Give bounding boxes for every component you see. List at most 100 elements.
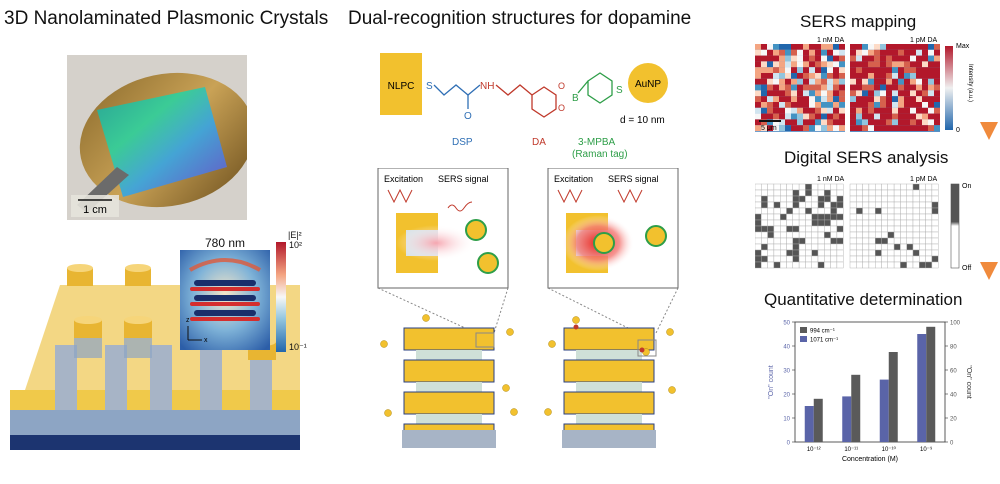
digital-cell — [824, 231, 831, 239]
heatmap-cell — [874, 102, 880, 108]
off-label: Off — [962, 265, 971, 272]
heatmap-cell — [850, 96, 856, 102]
heatmap-cell — [922, 96, 928, 102]
heatmap-cell — [922, 55, 928, 62]
heatmap-cell — [910, 119, 916, 126]
digital-cell — [773, 201, 781, 209]
digital-cell — [817, 237, 825, 245]
digital-cell — [856, 243, 863, 251]
heatmap-cell — [934, 96, 940, 102]
legend-swatch — [800, 327, 807, 333]
heatmap-cell — [880, 119, 886, 126]
legend-label: 1071 cm⁻¹ — [810, 338, 838, 344]
heatmap-cell — [761, 113, 767, 120]
digital-cell — [919, 255, 926, 263]
digital-cell — [805, 195, 812, 203]
heatmap-cell — [803, 61, 809, 68]
digital-cell — [817, 195, 825, 203]
heatmap-cell — [761, 73, 767, 79]
digital-cell — [798, 231, 806, 239]
heatmap-cell — [779, 61, 785, 68]
heatmap-cell — [833, 61, 839, 68]
heatmap-cell — [791, 61, 797, 68]
heatmap-cell — [850, 84, 856, 91]
heatmap-cell — [856, 90, 862, 97]
heatmap-cell — [880, 61, 886, 68]
digital-cell — [811, 183, 819, 191]
digital-cell — [836, 195, 844, 203]
heatmap-cell — [809, 113, 815, 120]
heatmap-cell — [886, 61, 892, 68]
heatmap-cell — [821, 44, 827, 50]
digital-cell — [868, 207, 876, 215]
y-tick-label-left: 30 — [783, 369, 790, 375]
heatmap-cell — [916, 119, 922, 126]
heatmap-cell — [886, 84, 892, 91]
digital-cell — [830, 249, 838, 257]
photo-scale-label: 1 cm — [83, 204, 107, 216]
digital-cell — [761, 249, 768, 257]
heatmap-cell — [773, 90, 779, 97]
heatmap-cell — [898, 78, 904, 85]
digital-cell — [919, 243, 926, 251]
heatmap-cell — [868, 113, 874, 120]
heatmap-cell — [821, 107, 827, 114]
digital-cell — [868, 183, 876, 191]
digital-cell — [912, 237, 920, 245]
heatmap-cell — [916, 44, 922, 50]
digital-cell — [868, 201, 876, 209]
heatmap-cell — [916, 113, 922, 120]
digital-cell — [792, 249, 800, 257]
on-label: On — [962, 183, 971, 190]
o-atom-da-2: O — [558, 103, 565, 113]
heatmap-cell — [797, 84, 803, 91]
heatmap-cell — [773, 119, 779, 126]
heatmap-cell — [904, 78, 910, 85]
digital-cell — [849, 261, 857, 269]
digital-cell — [761, 189, 768, 197]
digital-cell — [773, 189, 781, 197]
heatmap-cell — [809, 96, 815, 102]
digital-cell — [817, 225, 825, 233]
digital-cell — [817, 231, 825, 239]
digital-cell — [805, 237, 812, 245]
heatmap-cell — [910, 49, 916, 56]
heatmap-cell — [827, 96, 833, 102]
heatmap-cell — [803, 102, 809, 108]
heatmap-cell — [779, 113, 785, 120]
digital-cell — [767, 219, 775, 227]
heatmap-cell — [839, 55, 845, 62]
digital-cell — [811, 207, 819, 215]
heatmap-cell — [815, 96, 821, 102]
cb-min-label: 0 — [956, 127, 960, 134]
heatmap-cell — [839, 119, 845, 126]
digital-cell — [811, 261, 819, 269]
digital-cell — [912, 195, 920, 203]
digital-cell — [862, 183, 870, 191]
digital-cell — [893, 225, 901, 233]
heatmap-cell — [922, 119, 928, 126]
digital-cell — [900, 213, 907, 221]
digital-cell — [893, 255, 901, 263]
digital-cell — [805, 183, 812, 191]
heatmap-cell — [785, 73, 791, 79]
digital-cell — [798, 237, 806, 245]
heatmap-cell — [809, 90, 815, 97]
digital-cell — [805, 243, 812, 251]
digital-cell — [830, 237, 838, 245]
heatmap-cell — [809, 119, 815, 126]
digital-cell — [805, 201, 812, 209]
digital-cell — [786, 261, 794, 269]
heatmap-cell — [791, 96, 797, 102]
heatmap-cell — [779, 90, 785, 97]
digital-cell — [862, 255, 870, 263]
digital-cell — [830, 201, 838, 209]
digital-cell — [786, 195, 794, 203]
heatmap-cell — [850, 90, 856, 97]
heatmap-cell — [761, 61, 767, 68]
digital-cell — [755, 207, 762, 215]
digital-cell — [925, 219, 933, 227]
digital-cell — [906, 219, 914, 227]
heatmap-cell — [850, 102, 856, 108]
digital-cell — [792, 225, 800, 233]
